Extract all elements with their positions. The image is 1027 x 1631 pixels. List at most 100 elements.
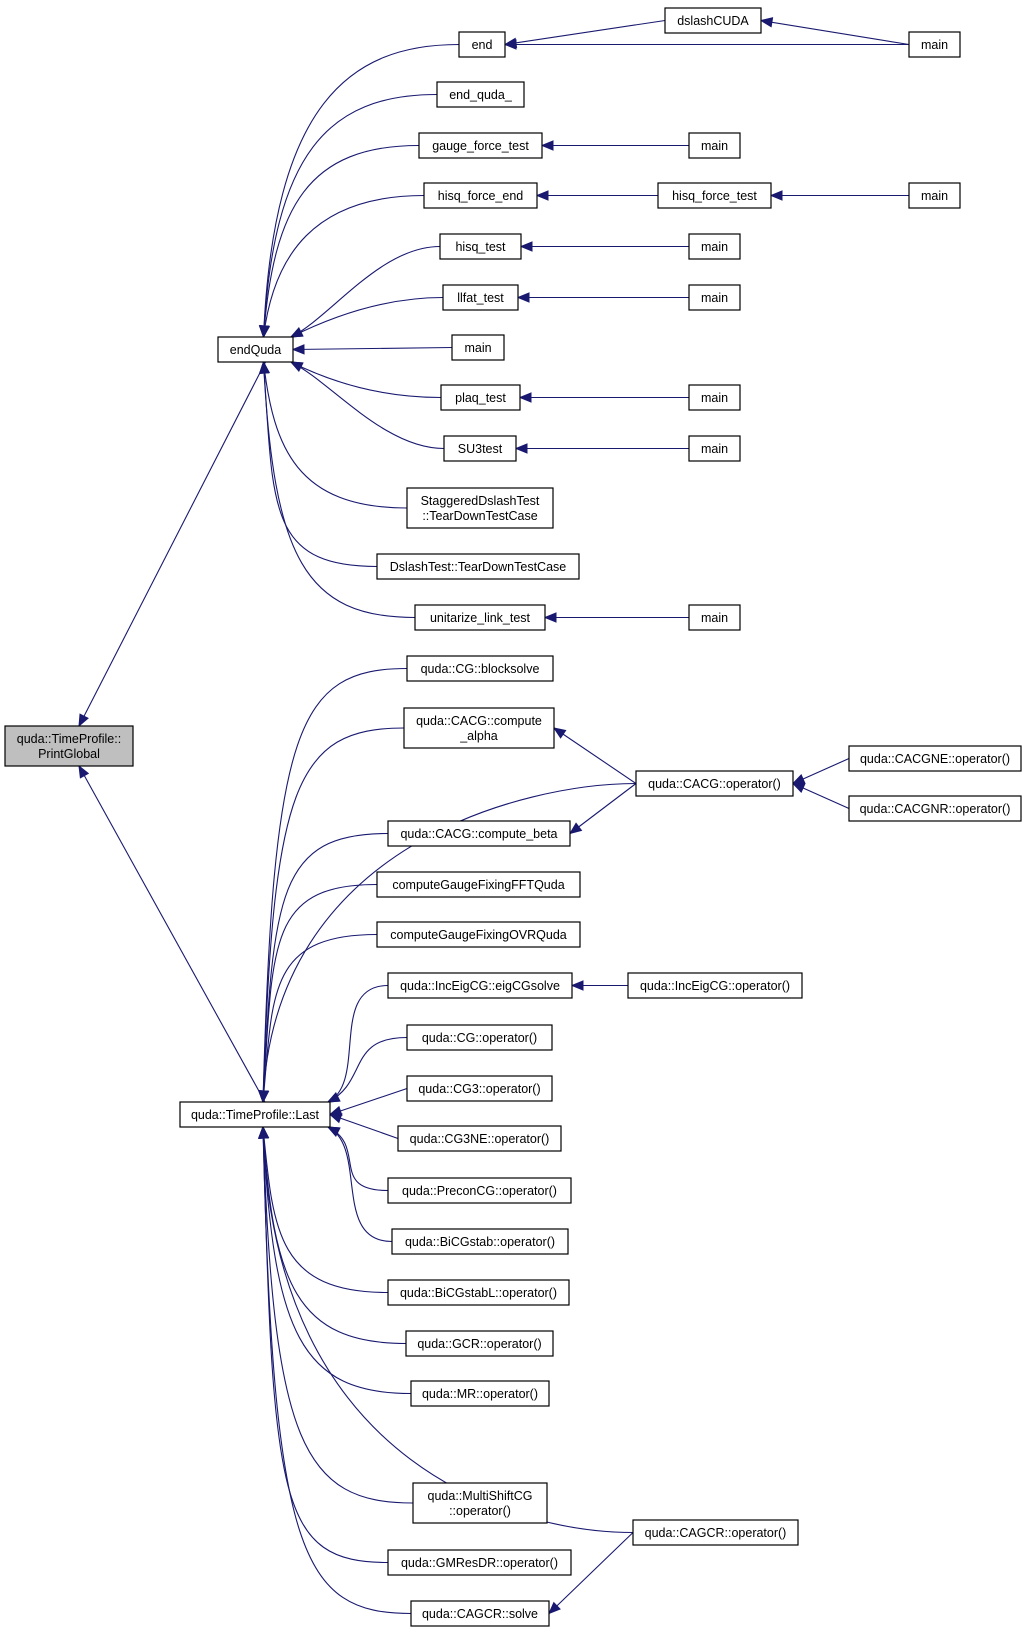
- node-label: quda::CG3NE::operator(): [410, 1132, 550, 1146]
- edge-inceig-op-to-inceig-solve: [570, 980, 628, 991]
- node-box: [688, 604, 741, 631]
- edge-line: [262, 1126, 414, 1504]
- node-box: [418, 132, 543, 159]
- node-gf-fft[interactable]: computeGaugeFixingFFTQuda: [376, 871, 581, 898]
- node-label: main: [701, 240, 728, 254]
- node-cacg-beta[interactable]: quda::CACG::compute_beta: [387, 820, 571, 847]
- edge-gf-ovr-to-last: [258, 933, 378, 1104]
- edge-line: [78, 765, 266, 1103]
- node-hisq-force-end[interactable]: hisq_force_end: [423, 182, 538, 209]
- edge-dslashcuda-to-end: [503, 19, 666, 48]
- edge-main-a-to-end: [503, 39, 909, 50]
- edge-cg3-op-to-last: [328, 1087, 408, 1116]
- node-cacgnr-op[interactable]: quda::CACGNR::operator(): [848, 795, 1022, 822]
- node-box: [179, 1101, 331, 1128]
- node-main-i[interactable]: main: [688, 604, 741, 631]
- node-hisq-test[interactable]: hisq_test: [439, 233, 522, 260]
- node-dslashtest[interactable]: DslashTest::TearDownTestCase: [376, 553, 580, 580]
- node-multishift[interactable]: quda::MultiShiftCG::operator(): [412, 1482, 548, 1524]
- node-unitarize[interactable]: unitarize_link_test: [414, 604, 546, 631]
- node-main-b[interactable]: main: [688, 132, 741, 159]
- node-cagcr-op[interactable]: quda::CAGCR::operator(): [632, 1519, 799, 1546]
- node-box: [387, 1279, 570, 1306]
- node-cg-block[interactable]: quda::CG::blocksolve: [406, 655, 554, 682]
- node-cg3-op[interactable]: quda::CG3::operator(): [406, 1075, 553, 1102]
- node-bicg-op[interactable]: quda::BiCGstab::operator(): [391, 1228, 569, 1255]
- node-hisq-force-test[interactable]: hisq_force_test: [657, 182, 772, 209]
- node-box: [406, 1024, 553, 1051]
- edge-su3test-to-endquda: [289, 361, 445, 450]
- edge-line: [290, 361, 445, 450]
- node-label: hisq_force_test: [672, 189, 757, 203]
- node-box: [627, 972, 803, 999]
- edge-unitarize-to-endquda: [258, 360, 416, 619]
- node-label: llfat_test: [457, 291, 504, 305]
- node-gf-ovr[interactable]: computeGaugeFixingOVRQuda: [376, 921, 581, 948]
- node-label: gauge_force_test: [432, 139, 529, 153]
- node-box: [410, 1600, 550, 1627]
- node-label: quda::IncEigCG::eigCGsolve: [400, 979, 560, 993]
- node-gauge-force-test[interactable]: gauge_force_test: [418, 132, 543, 159]
- node-label: main: [464, 341, 491, 355]
- node-label: quda::IncEigCG::operator(): [640, 979, 790, 993]
- node-box: [217, 336, 294, 363]
- node-label: main: [701, 291, 728, 305]
- node-main-f[interactable]: main: [451, 334, 505, 361]
- node-main-h[interactable]: main: [688, 435, 741, 462]
- node-staggered[interactable]: StaggeredDslashTest::TearDownTestCase: [406, 487, 554, 529]
- node-dslashcuda[interactable]: dslashCUDA: [664, 7, 762, 34]
- arrowhead: [291, 344, 305, 355]
- node-cacgne-op[interactable]: quda::CACGNE::operator(): [848, 745, 1022, 772]
- edge-line: [262, 361, 416, 619]
- node-cagcr-solve[interactable]: quda::CAGCR::solve: [410, 1600, 550, 1627]
- node-box: [908, 31, 961, 58]
- node-end-quda[interactable]: end_quda_: [436, 81, 525, 108]
- arrowhead: [258, 360, 270, 374]
- node-inceig-solve[interactable]: quda::IncEigCG::eigCGsolve: [387, 972, 573, 999]
- node-box: [391, 1228, 569, 1255]
- node-mr-op[interactable]: quda::MR::operator(): [410, 1380, 550, 1407]
- arrowhead: [258, 1125, 269, 1139]
- node-box: [632, 1519, 799, 1546]
- node-end[interactable]: end: [458, 31, 506, 58]
- edge-line: [290, 245, 441, 338]
- node-label: PrintGlobal: [38, 747, 100, 761]
- node-box: [387, 1177, 572, 1204]
- node-endquda[interactable]: endQuda: [217, 336, 294, 363]
- node-main-c[interactable]: main: [908, 182, 961, 209]
- edge-cacgne-op-to-cacg-op: [791, 757, 850, 785]
- node-llfat-test[interactable]: llfat_test: [442, 284, 519, 311]
- node-cg3ne-op[interactable]: quda::CG3NE::operator(): [397, 1125, 562, 1152]
- node-cacg-alpha[interactable]: quda::CACG::compute_alpha: [403, 707, 555, 749]
- node-label: quda::CACG::compute_beta: [400, 827, 557, 841]
- edge-cg-op-to-last: [326, 1036, 408, 1103]
- node-main-a[interactable]: main: [908, 31, 961, 58]
- node-box: [4, 725, 134, 767]
- node-main-d[interactable]: main: [688, 233, 741, 260]
- node-main-g[interactable]: main: [688, 384, 741, 411]
- node-precon-op[interactable]: quda::PreconCG::operator(): [387, 1177, 572, 1204]
- node-cg-op[interactable]: quda::CG::operator(): [406, 1024, 553, 1051]
- node-inceig-op[interactable]: quda::IncEigCG::operator(): [627, 972, 803, 999]
- edge-bicgl-op-to-last: [258, 1125, 389, 1294]
- arrowhead: [791, 782, 806, 793]
- node-label: quda::CACG::operator(): [648, 777, 781, 791]
- node-label: end_quda_: [449, 88, 513, 102]
- node-cacg-op[interactable]: quda::CACG::operator(): [635, 770, 794, 797]
- node-plaq-test[interactable]: plaq_test: [440, 384, 521, 411]
- node-box: [688, 132, 741, 159]
- node-label: DslashTest::TearDownTestCase: [390, 560, 567, 574]
- node-box: [406, 655, 554, 682]
- node-last[interactable]: quda::TimeProfile::Last: [179, 1101, 331, 1128]
- node-bicgl-op[interactable]: quda::BiCGstabL::operator(): [387, 1279, 570, 1306]
- node-root[interactable]: quda::TimeProfile::PrintGlobal: [4, 725, 134, 767]
- node-main-e[interactable]: main: [688, 284, 741, 311]
- node-su3test[interactable]: SU3test: [443, 435, 517, 462]
- node-box: [397, 1125, 562, 1152]
- node-gcr-op[interactable]: quda::GCR::operator(): [405, 1330, 554, 1357]
- edges-layer: [78, 17, 910, 1615]
- edge-main-g-to-plaq-test: [518, 392, 689, 403]
- node-box: [412, 1482, 548, 1524]
- node-gmres-op[interactable]: quda::GMResDR::operator(): [387, 1549, 572, 1576]
